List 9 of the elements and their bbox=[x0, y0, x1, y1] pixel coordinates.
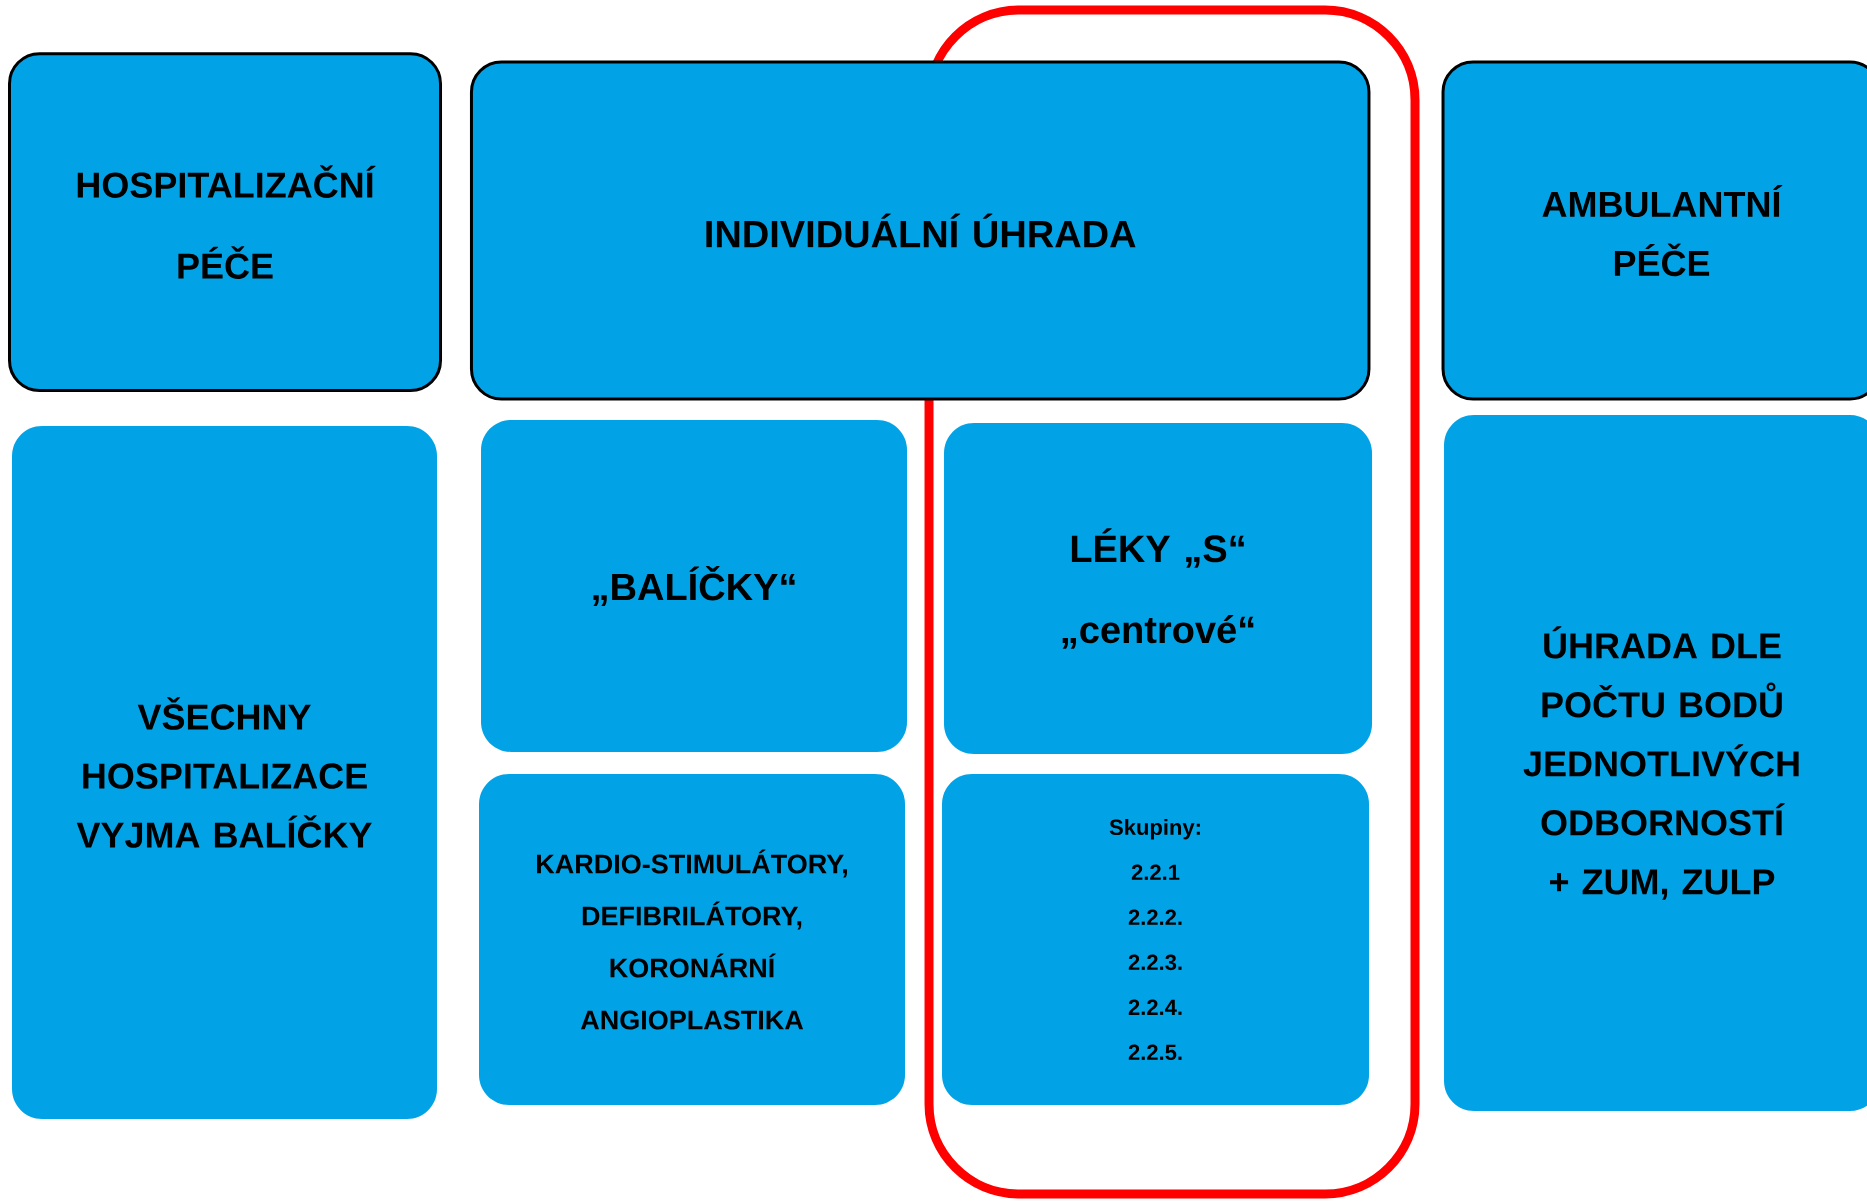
category-box: KARDIO-STIMULÁTORY, DEFIBRILÁTORY, KORONÁRNÍ ANGIOPLASTIKA bbox=[479, 774, 905, 1105]
header-box: INDIVIDUÁLNÍ ÚHRADA bbox=[469, 60, 1371, 401]
category-box: ÚHRADA DLE POČTU BODŮ JEDNOTLIVÝCH ODBORNOSTÍ + ZUM, ZULP bbox=[1444, 415, 1867, 1111]
header-box: AMBULANTNÍ PÉČE bbox=[1441, 60, 1867, 401]
category-box: Skupiny: 2.2.1 2.2.2. 2.2.3. 2.2.4. 2.2.5. bbox=[942, 774, 1369, 1105]
category-box: LÉKY „S“ „centrové“ bbox=[944, 423, 1372, 754]
category-box: „BALÍČKY“ bbox=[481, 420, 907, 752]
category-box: VŠECHNY HOSPITALIZACE VYJMA BALÍČKY bbox=[12, 426, 437, 1119]
header-box: HOSPITALIZAČNÍ PÉČE bbox=[8, 52, 442, 393]
